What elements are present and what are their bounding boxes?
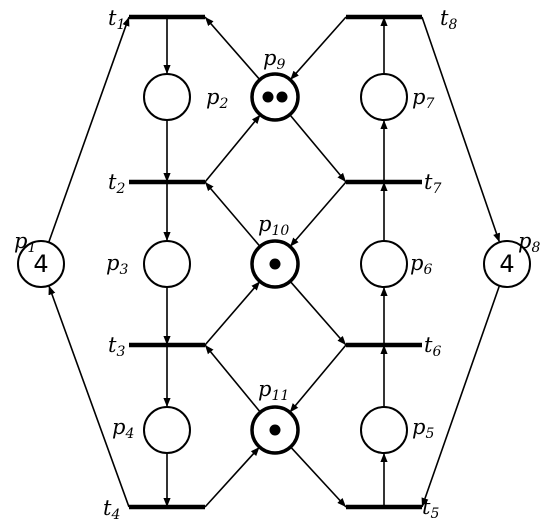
token-dot-p10-1	[269, 258, 281, 270]
arc-p11-t5	[290, 446, 347, 508]
arc-t7-p10	[289, 181, 347, 248]
token-dot-p11-1	[269, 424, 281, 436]
transition-label-t5: t5	[422, 495, 439, 522]
place-label-p8: p8	[518, 229, 540, 256]
place-circle-p3	[143, 240, 191, 288]
place-p4	[143, 406, 191, 454]
arc-t3-p10	[204, 280, 261, 346]
place-circle-p4	[143, 406, 191, 454]
arc-t4-p11	[204, 446, 261, 508]
arc-t8-p8	[421, 16, 501, 243]
place-label-p2: p2	[206, 85, 228, 112]
arc-t4-p1	[48, 285, 130, 508]
transition-label-t6: t6	[424, 333, 441, 360]
arc-p11-t3	[204, 344, 261, 413]
transition-label-t3: t3	[108, 333, 125, 360]
place-p11	[250, 405, 300, 455]
place-p3	[143, 240, 191, 288]
place-circle-p6	[360, 240, 408, 288]
place-circle-p9	[250, 72, 300, 122]
place-p7	[360, 73, 408, 121]
arc-t6-p11	[289, 344, 347, 413]
place-circle-p5	[360, 406, 408, 454]
place-p6	[360, 240, 408, 288]
place-label-p6: p6	[410, 251, 432, 278]
place-circle-p7	[360, 73, 408, 121]
place-p1: 4	[17, 240, 65, 288]
place-p2	[143, 73, 191, 121]
arcs	[47, 16, 501, 508]
transitions	[129, 14, 422, 510]
arc-p9-t7	[289, 114, 347, 183]
arc-t8-p9	[289, 16, 347, 81]
token-count-p1: 4	[33, 250, 48, 278]
place-label-p5: p5	[412, 415, 434, 442]
token-count-p8: 4	[499, 250, 514, 278]
transition-label-t4: t4	[103, 496, 120, 523]
arc-p8-t5	[421, 285, 501, 508]
place-p9	[250, 72, 300, 122]
arc-p1-t1	[47, 16, 130, 243]
arc-p9-t1	[204, 16, 261, 81]
place-label-p11: p11	[258, 377, 289, 404]
place-label-p4: p4	[112, 415, 134, 442]
token-dot-p9-2	[276, 91, 288, 103]
place-p10	[250, 239, 300, 289]
transition-label-t2: t2	[108, 170, 125, 197]
place-p8: 4	[483, 240, 531, 288]
arc-p10-t2	[204, 181, 261, 248]
place-label-p7: p7	[412, 85, 434, 112]
labels: p1 p2 p3 p4 p5 p6 p7 p8 p9 p10 p11 t1 t2 t3 t4 t5 t6 t7 t8	[14, 6, 540, 523]
place-label-p3: p3	[106, 251, 128, 278]
place-circle-p1	[17, 240, 65, 288]
place-circle-p8	[483, 240, 531, 288]
transition-label-t7: t7	[424, 170, 441, 197]
transition-label-t1: t1	[108, 6, 125, 33]
place-label-p1: p1	[14, 229, 36, 256]
place-label-p10: p10	[258, 212, 289, 239]
place-p5	[360, 406, 408, 454]
token-dot-p9-1	[262, 91, 274, 103]
place-circle-p2	[143, 73, 191, 121]
arc-t2-p9	[204, 114, 261, 183]
arc-p10-t6	[289, 280, 347, 346]
place-label-p9: p9	[263, 46, 285, 73]
transition-label-t8: t8	[440, 6, 457, 33]
